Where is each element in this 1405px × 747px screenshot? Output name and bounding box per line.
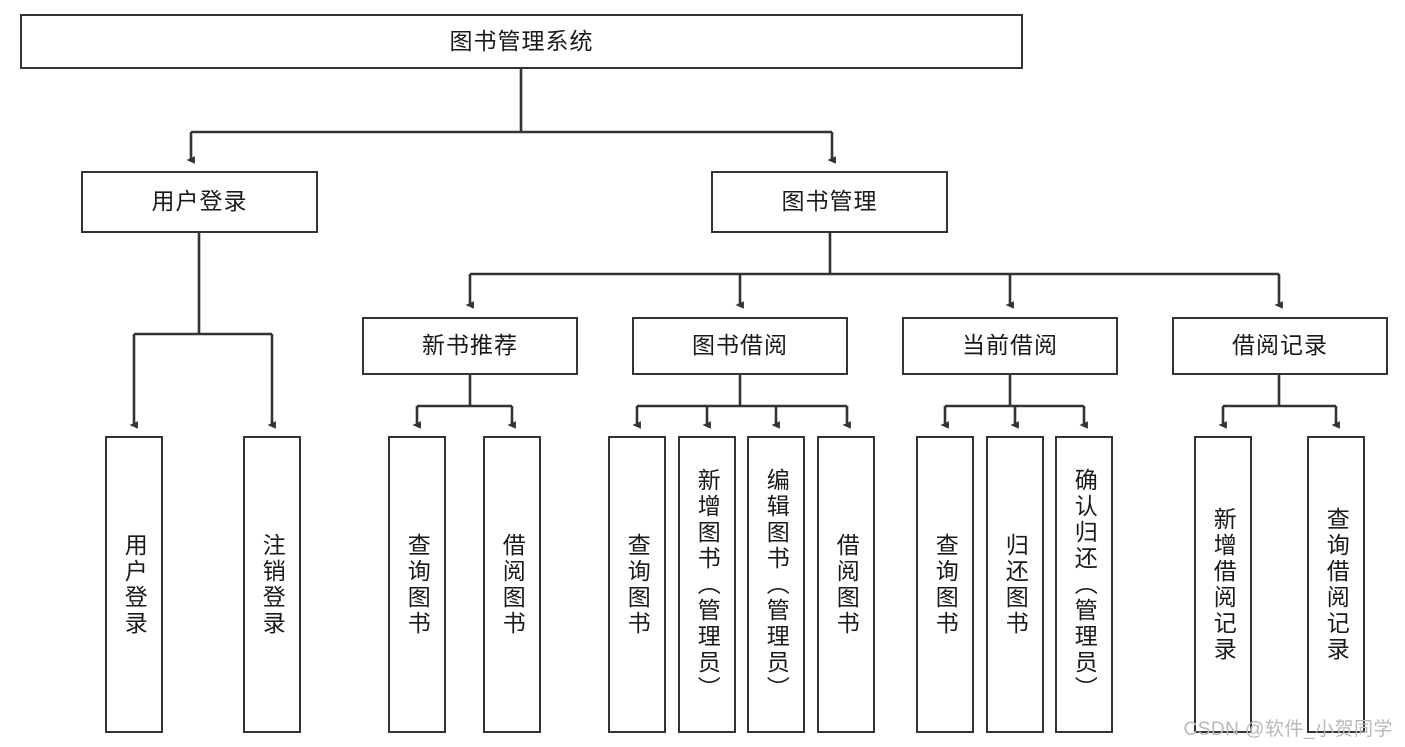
leaf-current-borrow-return-book[interactable]: 归还图书 <box>986 436 1044 733</box>
node-label: 查询借阅记录 <box>1323 506 1350 663</box>
leaf-current-borrow-confirm-return-admin[interactable]: 确认归还（管理员） <box>1055 436 1113 733</box>
node-label: 归还图书 <box>1002 532 1029 637</box>
node-label: 借阅图书 <box>499 532 526 637</box>
node-label: 借阅图书 <box>833 532 860 637</box>
node-label: 确认归还（管理员） <box>1071 467 1098 702</box>
leaf-borrow-record-query-record[interactable]: 查询借阅记录 <box>1307 436 1365 733</box>
node-label: 当前借阅 <box>962 332 1058 359</box>
node-label: 查询图书 <box>404 532 431 637</box>
node-label: 编辑图书（管理员） <box>763 467 790 702</box>
node-new-book-recommend[interactable]: 新书推荐 <box>362 317 578 375</box>
node-borrow-record[interactable]: 借阅记录 <box>1172 317 1388 375</box>
node-label: 查询图书 <box>624 532 651 637</box>
node-label: 新增图书（管理员） <box>694 467 721 702</box>
leaf-user-login-logout[interactable]: 注销登录 <box>243 436 301 733</box>
node-label: 用户登录 <box>151 188 248 215</box>
leaf-user-login-login[interactable]: 用户登录 <box>105 436 163 733</box>
leaf-new-book-borrow-book[interactable]: 借阅图书 <box>483 436 541 733</box>
node-book-borrow[interactable]: 图书借阅 <box>632 317 848 375</box>
node-label: 图书借阅 <box>692 332 788 359</box>
leaf-book-borrow-add-book-admin[interactable]: 新增图书（管理员） <box>678 436 736 733</box>
node-label: 查询图书 <box>932 532 959 637</box>
csdn-watermark: CSDN @软件_小贺同学 <box>1183 719 1393 740</box>
node-label: 新增借阅记录 <box>1210 506 1237 663</box>
node-book-management[interactable]: 图书管理 <box>711 171 948 233</box>
node-label: 图书管理系统 <box>449 27 594 54</box>
leaf-new-book-query-book[interactable]: 查询图书 <box>388 436 446 733</box>
node-user-login[interactable]: 用户登录 <box>81 171 318 233</box>
node-label: 借阅记录 <box>1232 332 1328 359</box>
node-current-borrow[interactable]: 当前借阅 <box>902 317 1118 375</box>
node-label: 新书推荐 <box>422 332 518 359</box>
node-label: 注销登录 <box>259 532 286 637</box>
leaf-book-borrow-borrow-book[interactable]: 借阅图书 <box>817 436 875 733</box>
leaf-book-borrow-edit-book-admin[interactable]: 编辑图书（管理员） <box>747 436 805 733</box>
leaf-book-borrow-query-book[interactable]: 查询图书 <box>608 436 666 733</box>
node-label: 用户登录 <box>121 532 148 637</box>
node-root-book-management-system[interactable]: 图书管理系统 <box>20 14 1023 69</box>
node-label: 图书管理 <box>781 188 878 215</box>
leaf-current-borrow-query-book[interactable]: 查询图书 <box>916 436 974 733</box>
leaf-borrow-record-add-record[interactable]: 新增借阅记录 <box>1194 436 1252 733</box>
